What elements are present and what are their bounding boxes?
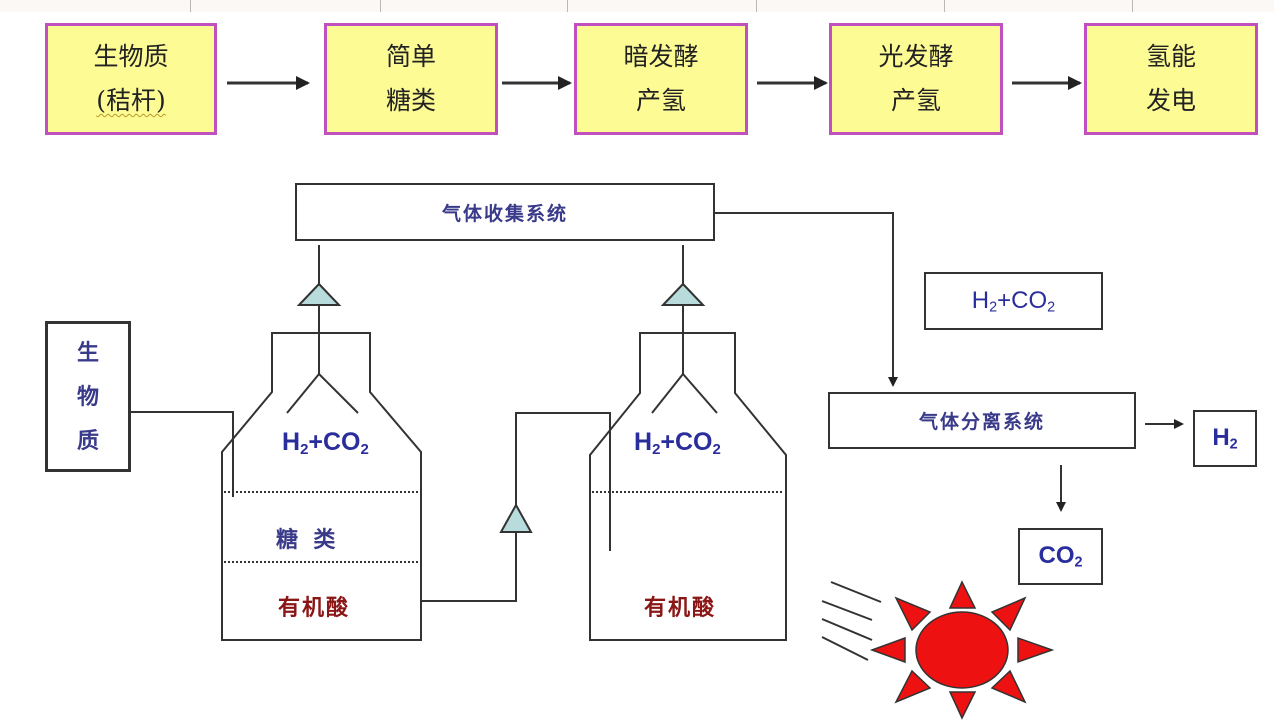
flow-step-line2: (秸杆): [96, 86, 166, 115]
h2-output-label: H2: [1212, 424, 1238, 453]
flow-step-line1: 简单: [385, 42, 436, 71]
co2-output-label: CO2: [1038, 542, 1083, 571]
gas-collection-system-box: 气体收集系统: [295, 183, 715, 241]
reactor-1-gas-branch: [286, 373, 320, 414]
reactor-1-sugar-layer-label: 糖 类: [276, 527, 336, 553]
flow-step-line1: 暗发酵: [623, 42, 699, 71]
flow-step-line2: 糖类: [385, 86, 436, 115]
flow-step-line1: 光发酵: [878, 42, 954, 71]
reactor-2-gas-label: H2+CO2: [634, 428, 721, 458]
reactor-2-gas-branch: [651, 373, 684, 414]
flow-step-line2: 发电: [1145, 86, 1196, 115]
mixed-gas-box: H2+CO2: [924, 272, 1103, 330]
gas-collection-system-label: 气体收集系统: [441, 202, 568, 225]
top-strip: [0, 0, 1274, 12]
biomass-input-char: 物: [76, 383, 99, 410]
reactor-2-gas-branch: [682, 373, 718, 414]
co2-output-box: CO2: [1018, 528, 1103, 585]
flow-step-simple-sugars: 简单 糖类: [324, 23, 498, 135]
mixed-gas-label: H2+CO2: [971, 286, 1056, 316]
valve-icon: [660, 282, 706, 306]
flow-step-dark-fermentation: 暗发酵 产氢: [574, 23, 748, 135]
pipe-collection-to-separation: [714, 212, 898, 387]
transfer-pipe: [422, 412, 611, 602]
reactor-1-vessel: [221, 332, 422, 641]
sun-icon: [821, 580, 1055, 720]
valve-icon: [296, 282, 342, 306]
divider: [380, 0, 381, 12]
flow-step-hydrogen-power: 氢能 发电: [1084, 23, 1258, 135]
biomass-feed-pipe: [130, 411, 234, 497]
flow-step-line2: 产氢: [890, 86, 941, 115]
divider: [1132, 0, 1133, 12]
flow-step-line2: 产氢: [635, 86, 686, 115]
reactor-1-gas-label: H2+CO2: [282, 428, 369, 458]
flow-step-line1: 氢能: [1145, 42, 1196, 71]
flow-step-photo-fermentation: 光发酵 产氢: [829, 23, 1003, 135]
divider: [567, 0, 568, 12]
biomass-input-char: 质: [76, 427, 99, 454]
valve-icon: [499, 502, 533, 533]
divider: [756, 0, 757, 12]
reactor-1-gas-branch: [318, 373, 359, 414]
reactor-1-acid-layer-label: 有机酸: [278, 595, 351, 621]
h2-output-box: H2: [1193, 410, 1257, 467]
flow-step-biomass: 生物质 (秸杆): [45, 23, 217, 135]
reactor-2-vessel: [589, 332, 787, 641]
flow-step-line1: 生物质: [93, 42, 169, 71]
biomass-input-char: 生: [76, 339, 99, 366]
gas-separation-system-label: 气体分离系统: [918, 411, 1045, 433]
gas-separation-system-box: 气体分离系统: [828, 392, 1136, 449]
divider: [944, 0, 945, 12]
biomass-input-box: 生 物 质: [45, 321, 131, 472]
divider: [190, 0, 191, 12]
reactor-2-acid-layer-label: 有机酸: [644, 595, 717, 621]
